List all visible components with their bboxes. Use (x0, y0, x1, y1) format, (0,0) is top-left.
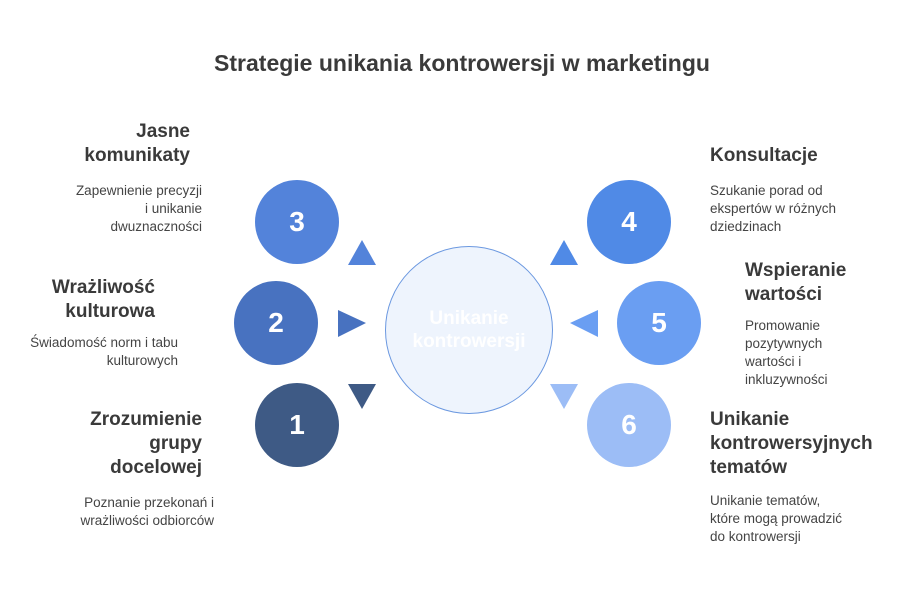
heading-5: Wspieranie wartości (745, 260, 847, 305)
step-circle-5: 5 (617, 281, 701, 365)
step-circle-2: 2 (234, 281, 318, 365)
description-2: Świadomość norm i tabu kulturowych (30, 335, 178, 368)
step-circle-6: 6 (587, 383, 671, 467)
description-6: Unikanie tematów, które mogą prowadzić d… (710, 493, 843, 544)
step-number-6: 6 (621, 409, 637, 440)
step-number-3: 3 (289, 206, 305, 237)
heading-1: Zrozumienie grupy docelowej (90, 409, 202, 478)
step-number-5: 5 (651, 307, 667, 338)
heading-3: Jasne komunikaty (84, 121, 190, 166)
step-number-1: 1 (289, 409, 305, 440)
heading-2: Wrażliwość kulturowa (51, 277, 155, 322)
center-label: Unikanie kontrowersji (412, 308, 526, 352)
arrow-1 (348, 384, 376, 409)
arrow-2 (338, 310, 366, 337)
step-circle-3: 3 (255, 180, 339, 264)
description-5: Promowanie pozytywnych wartości i inkluz… (745, 318, 828, 387)
center-concept: Unikanie kontrowersji (385, 246, 553, 414)
arrow-4 (550, 240, 578, 265)
description-1: Poznanie przekonań i wrażliwości odbiorc… (80, 495, 214, 528)
step-circle-1: 1 (255, 383, 339, 467)
arrow-6 (550, 384, 578, 409)
description-3: Zapewnienie precyzji i unikanie dwuznacz… (75, 183, 202, 234)
step-circle-4: 4 (587, 180, 671, 264)
arrow-5 (570, 310, 598, 337)
diagram-title: Strategie unikania kontrowersji w market… (214, 50, 710, 76)
heading-4: Konsultacje (710, 145, 818, 166)
description-4: Szukanie porad od ekspertów w różnych dz… (710, 183, 837, 234)
step-number-2: 2 (268, 307, 284, 338)
heading-6: Unikanie kontrowersyjnych tematów (710, 409, 873, 478)
step-number-4: 4 (621, 206, 637, 237)
arrow-3 (348, 240, 376, 265)
